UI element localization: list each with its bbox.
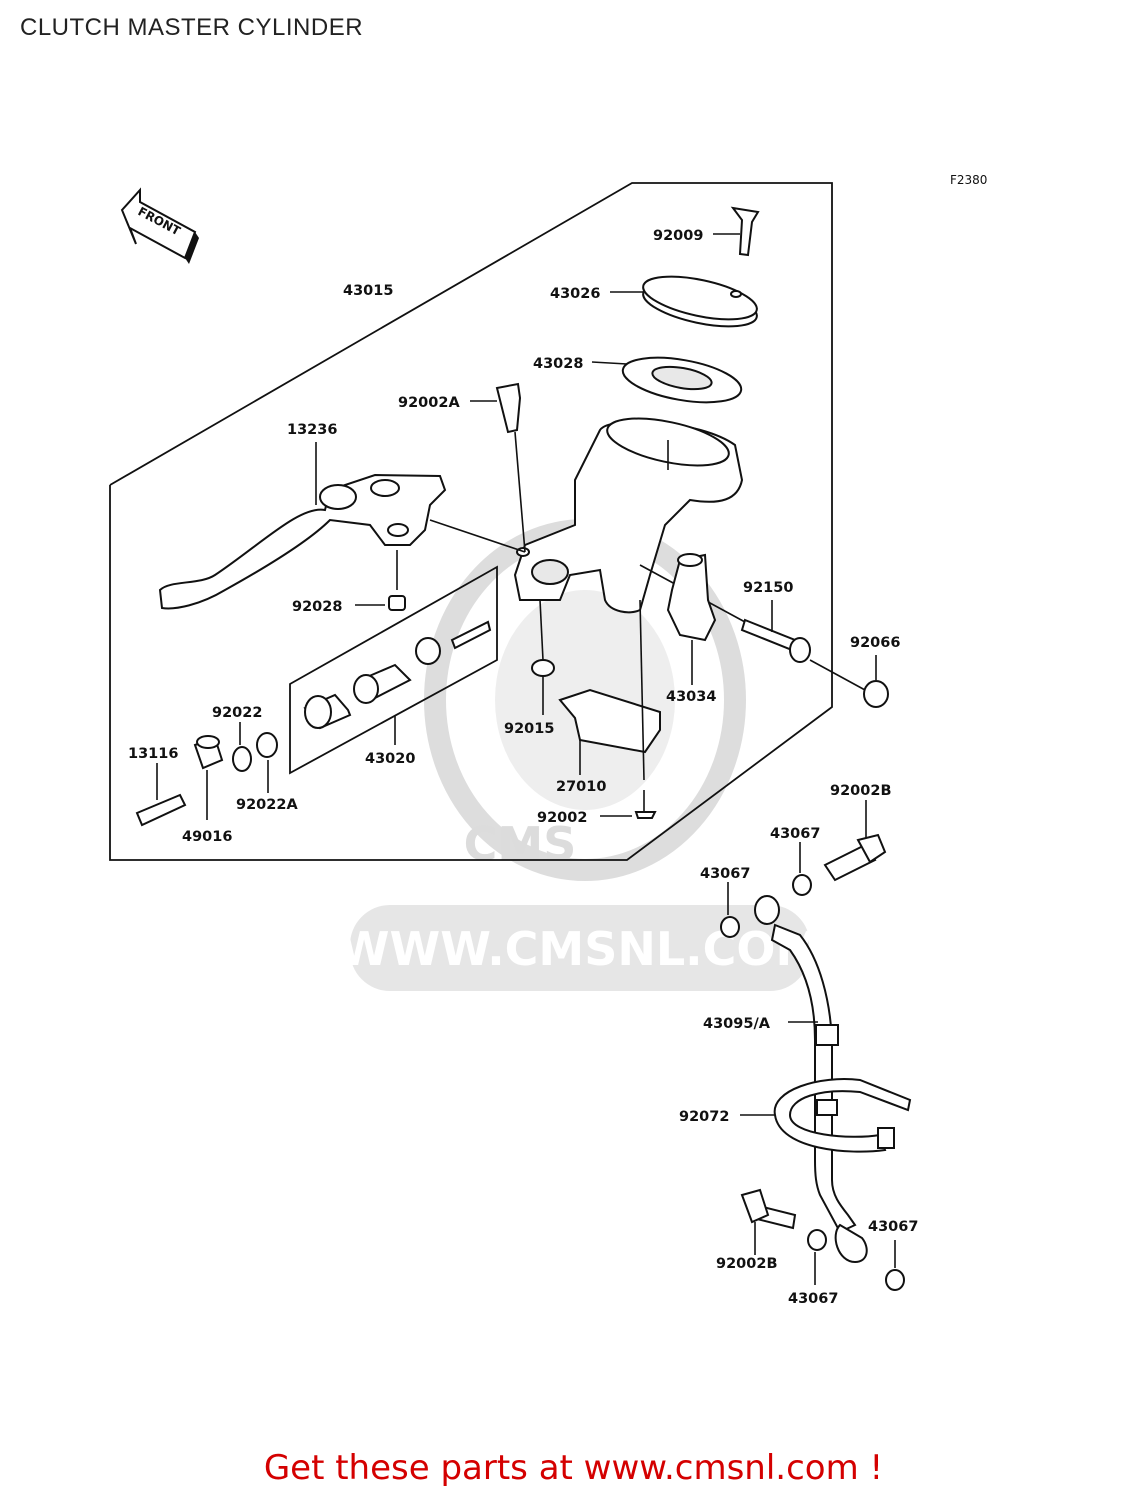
- label-92015: 92015: [504, 721, 554, 737]
- part-43026-reservoir-cap: [610, 275, 758, 328]
- label-92002B-top: 92002B: [830, 783, 892, 799]
- front-arrow-icon: FRONT: [120, 187, 199, 264]
- part-92002B-top-banjo-bolt: [823, 800, 887, 882]
- label-43028: 43028: [533, 356, 583, 372]
- part-43067-washer-b: [720, 882, 740, 938]
- label-43067-b: 43067: [700, 866, 750, 882]
- label-43067-c: 43067: [788, 1291, 838, 1307]
- label-92009: 92009: [653, 228, 703, 244]
- label-43015: 43015: [343, 283, 393, 299]
- label-43026: 43026: [550, 286, 600, 302]
- label-49016: 49016: [182, 829, 232, 845]
- part-43028-diaphragm: [591, 356, 743, 404]
- part-92015-nut: [531, 599, 555, 715]
- watermark-url-text: WWW.CMSNL.COM: [339, 922, 822, 976]
- label-43067-a: 43067: [770, 826, 820, 842]
- label-43095A: 43095/A: [703, 1016, 771, 1032]
- watermark-banner: [350, 905, 810, 991]
- part-master-cylinder-body: [513, 417, 744, 614]
- label-92072: 92072: [679, 1109, 729, 1125]
- part-43067-washer-d: [885, 1240, 905, 1291]
- part-92002-screw: [600, 599, 657, 819]
- part-13116-pin: [135, 763, 187, 827]
- part-27010-switch: [558, 688, 661, 775]
- piston-kit-frame: [289, 565, 498, 775]
- label-92028: 92028: [292, 599, 342, 615]
- part-92066-cap: [809, 655, 889, 708]
- part-92002B-bottom-banjo-bolt: [740, 1188, 797, 1255]
- label-92002A: 92002A: [398, 395, 460, 411]
- part-43067-washer-a: [792, 842, 812, 896]
- part-92022A-washer: [256, 732, 278, 793]
- assembly-frame: [109, 182, 833, 861]
- figure-code: F2380: [950, 173, 987, 187]
- label-43034: 43034: [666, 689, 716, 705]
- label-43020: 43020: [365, 751, 415, 767]
- part-43095A-clutch-hose: [754, 895, 868, 1264]
- label-13116: 13116: [128, 746, 178, 762]
- part-92002A-screw: [470, 382, 526, 553]
- label-13236: 13236: [287, 422, 337, 438]
- label-92022A: 92022A: [236, 797, 298, 813]
- page-title: CLUTCH MASTER CYLINDER: [20, 14, 364, 41]
- footer-cta-link[interactable]: Get these parts at www.cmsnl.com !: [263, 1448, 884, 1488]
- part-43067-washer-c: [807, 1229, 827, 1285]
- label-92002B-bottom: 92002B: [716, 1256, 778, 1272]
- label-92002: 92002: [537, 810, 587, 826]
- label-27010: 27010: [556, 779, 606, 795]
- label-43067-d: 43067: [868, 1219, 918, 1235]
- part-43034-clamp: [666, 553, 717, 685]
- label-92150: 92150: [743, 580, 793, 596]
- part-92022-circlip: [232, 722, 252, 772]
- label-92066: 92066: [850, 635, 900, 651]
- part-92072-hose-clamp: [740, 1078, 912, 1153]
- part-92028-bushing: [355, 550, 406, 611]
- part-92009-screw: [713, 206, 760, 257]
- part-49016-adjuster: [193, 735, 224, 820]
- watermark-logo-text: CMS: [464, 817, 577, 871]
- part-13236-clutch-lever: [158, 442, 526, 610]
- label-92022: 92022: [212, 705, 262, 721]
- part-43020-piston-kit: [303, 620, 492, 745]
